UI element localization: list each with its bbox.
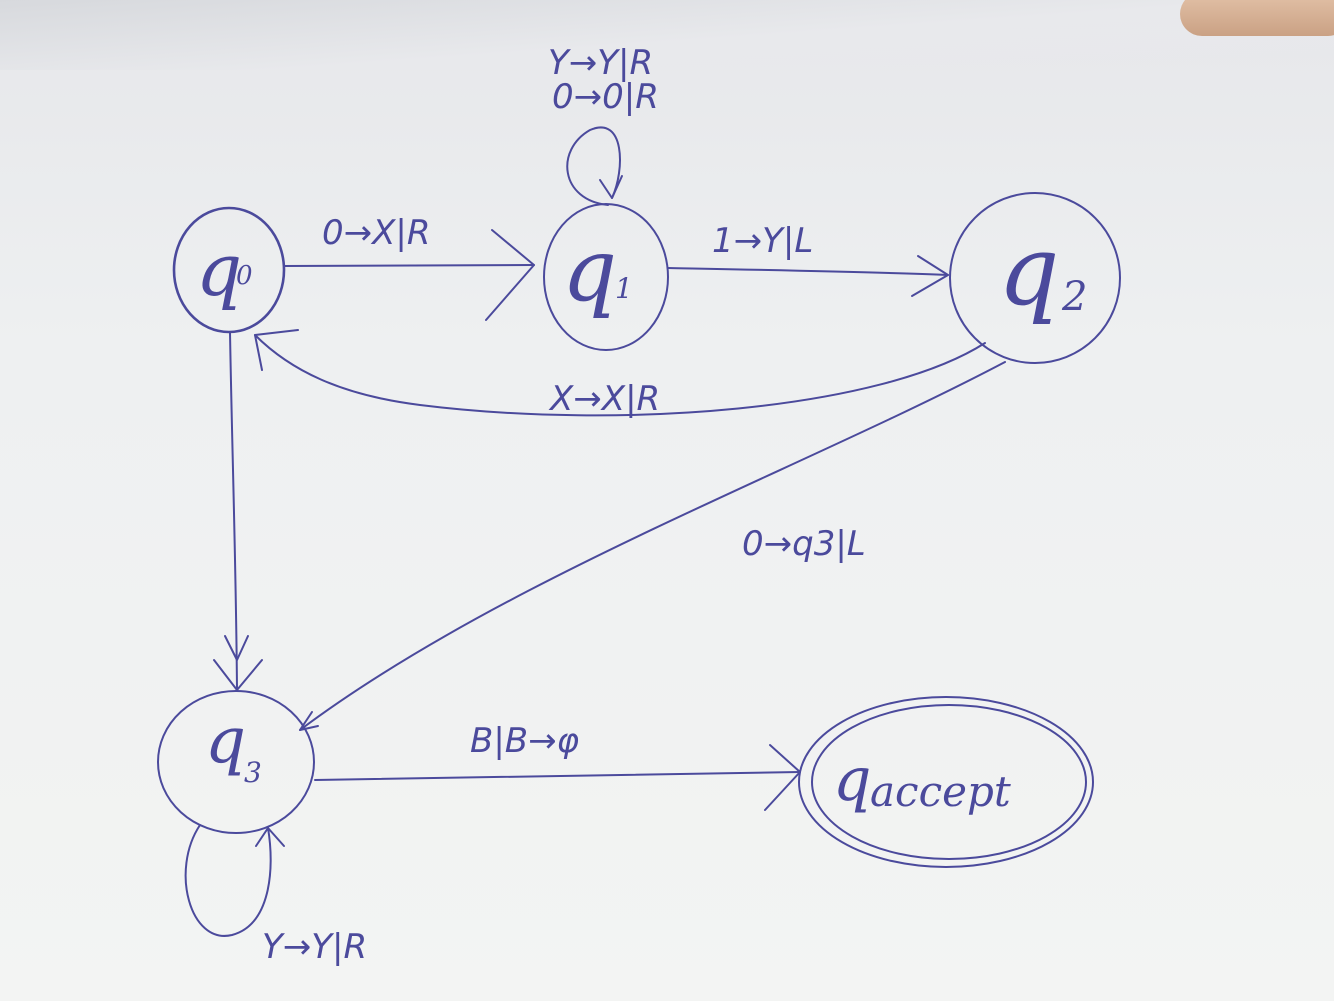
edge-q3-self-label: Y→Y|R — [262, 927, 367, 967]
edge-q1-self: Y→Y|R 0→0|R — [548, 43, 659, 206]
state-q2-sub: 2 — [1061, 274, 1087, 320]
state-q1: q 1 — [543, 203, 669, 351]
state-q2: q 2 — [949, 192, 1121, 364]
finger — [1180, 0, 1334, 36]
edge-q0-q1: 0→X|R — [283, 213, 535, 321]
edge-q2-q0: X→X|R — [254, 329, 986, 419]
state-q0-sub: 0 — [236, 261, 253, 291]
state-qaccept: q accept — [798, 696, 1094, 868]
edge-q0-q3 — [213, 331, 263, 691]
state-q1-sub: 1 — [615, 272, 633, 305]
edge-q2-q3: 0→q3|L — [299, 361, 1006, 731]
state-q1-name: q — [562, 221, 617, 321]
state-q0-name: q — [196, 228, 242, 312]
edge-q1-q2: 1→Y|L — [667, 221, 949, 297]
state-qaccept-name: q — [833, 745, 871, 815]
paper-top-edge — [0, 0, 1334, 70]
state-q2-name: q — [998, 215, 1059, 327]
edge-q1-q2-label: 1→Y|L — [712, 221, 813, 261]
edge-q1-self-label-a: Y→Y|R — [548, 43, 653, 83]
edge-q3-accept: B|B→φ — [314, 721, 801, 811]
edge-q1-self-label-b: 0→0|R — [552, 77, 659, 117]
edge-q0-q1-label: 0→X|R — [322, 213, 431, 253]
state-q3: q 3 — [157, 690, 315, 834]
state-qaccept-sub: accept — [870, 767, 1011, 816]
edge-q3-accept-label: B|B→φ — [470, 721, 580, 761]
edge-q2-q3-label: 0→q3|L — [742, 524, 866, 564]
state-q3-sub: 3 — [244, 756, 262, 789]
edge-q2-q0-label: X→X|R — [548, 379, 660, 419]
state-q0: q 0 — [172, 206, 286, 334]
edge-q3-self: Y→Y|R — [184, 824, 367, 967]
state-q3-name: q — [205, 704, 246, 778]
